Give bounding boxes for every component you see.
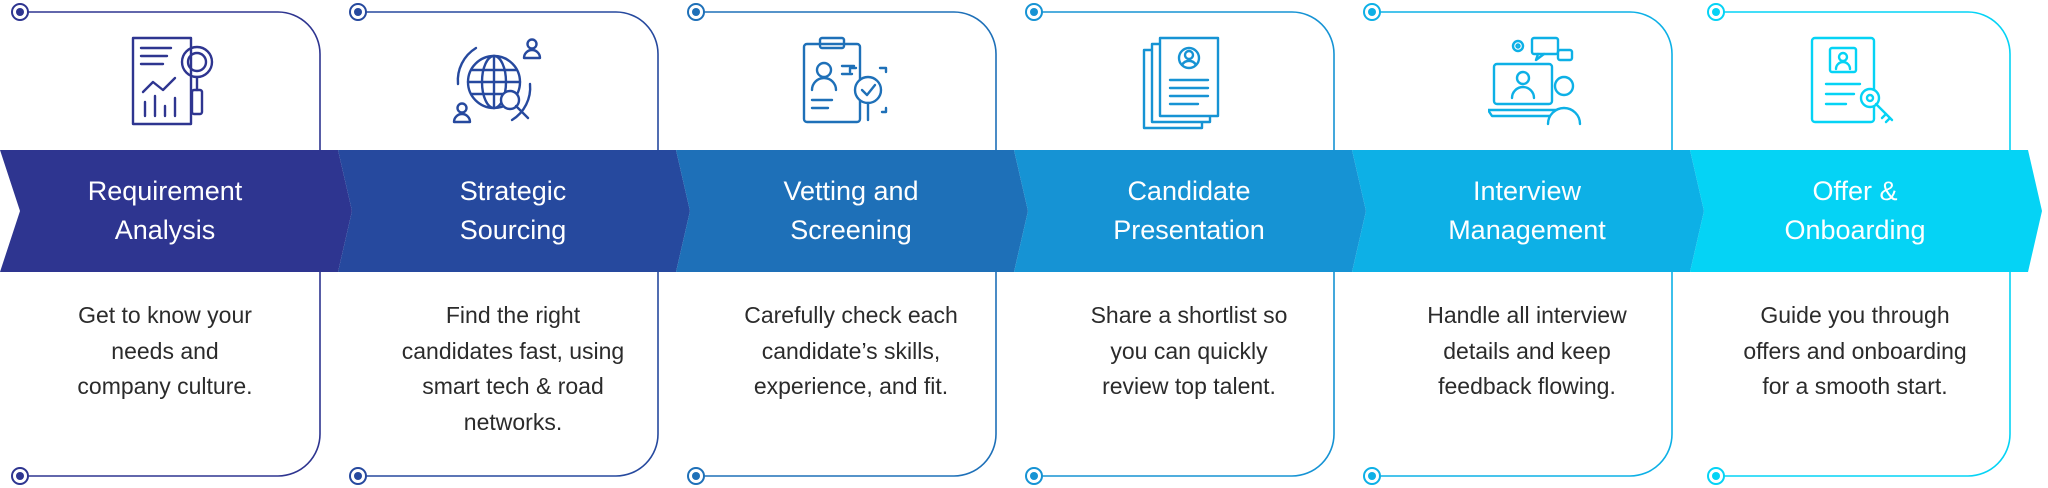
step-strategic-sourcing: Strategic Sourcing Find the right candid… <box>338 0 690 488</box>
step-chevron <box>338 150 690 272</box>
step-description: Find the right candidates fast, using sm… <box>348 298 678 440</box>
step-description: Handle all interview details and keep fe… <box>1362 298 1692 405</box>
desc-line: experience, and fit. <box>753 373 949 399</box>
step-chevron <box>676 150 1028 272</box>
desc-line: candidates fast, using <box>401 337 625 364</box>
step-title-line: Management <box>1448 215 1606 245</box>
step-title-line: Requirement <box>87 176 243 206</box>
step-description: Guide you through offers and onboarding … <box>1690 298 2020 405</box>
desc-line: Get to know your <box>78 302 252 328</box>
desc-line: Find the right <box>445 302 581 328</box>
step-title-line: Sourcing <box>459 215 567 245</box>
step-title-line: Presentation <box>1113 215 1265 245</box>
desc-line: candidate’s skills, <box>761 337 941 364</box>
step-description: Get to know your needs and company cultu… <box>0 298 330 405</box>
desc-line: Guide you through <box>1760 302 1950 328</box>
step-candidate-presentation: Candidate Presentation Share a shortlist… <box>1014 0 1366 488</box>
desc-line: feedback flowing. <box>1438 373 1616 399</box>
step-chevron <box>1690 150 2042 272</box>
step-interview-management: Interview Management Handle all intervie… <box>1352 0 1704 488</box>
step-title: Requirement Analysis <box>0 150 330 272</box>
desc-line: for a smooth start. <box>1762 373 1948 399</box>
step-title: Candidate Presentation <box>1024 150 1354 272</box>
resume-stack-icon <box>1142 36 1220 130</box>
desc-line: needs and <box>111 337 219 364</box>
video-interview-icon <box>1488 36 1582 126</box>
step-title: Vetting and Screening <box>686 150 1016 272</box>
desc-line: smart tech & road <box>422 373 604 399</box>
step-title-line: Interview <box>1472 176 1582 206</box>
desc-line: review top talent. <box>1102 373 1276 399</box>
step-title: Offer & Onboarding <box>1690 150 2020 272</box>
desc-line: you can quickly <box>1110 337 1268 364</box>
step-title-line: Strategic <box>459 176 567 206</box>
step-description: Share a shortlist so you can quickly rev… <box>1024 298 1354 405</box>
desc-line: company culture. <box>77 373 253 399</box>
analysis-report-icon <box>131 36 214 126</box>
desc-line: Carefully check each <box>744 302 958 328</box>
step-title-line: Analysis <box>114 215 216 245</box>
step-chevron <box>0 150 352 272</box>
step-title: Interview Management <box>1362 150 1692 272</box>
desc-line: Share a shortlist so <box>1090 302 1288 328</box>
step-title-line: Vetting and <box>783 176 919 206</box>
desc-line: Handle all interview <box>1427 302 1627 328</box>
step-vetting-screening: Vetting and Screening Carefully check ea… <box>676 0 1028 488</box>
step-offer-onboarding: Offer & Onboarding Guide you through off… <box>1690 0 2042 488</box>
step-title-line: Screening <box>790 215 912 245</box>
step-chevron <box>1014 150 1366 272</box>
step-title-line: Offer & <box>1812 176 1898 206</box>
desc-line: offers and onboarding <box>1743 337 1967 364</box>
global-sourcing-icon <box>452 38 542 124</box>
step-description: Carefully check each candidate’s skills,… <box>686 298 1016 405</box>
step-requirement-analysis: Requirement Analysis Get to know your ne… <box>0 0 352 488</box>
step-title-line: Candidate <box>1127 176 1251 206</box>
step-title-line: Onboarding <box>1784 215 1926 245</box>
step-title: Strategic Sourcing <box>348 150 678 272</box>
offer-document-icon <box>1810 36 1894 124</box>
desc-line: networks. <box>463 408 563 435</box>
screening-clipboard-icon <box>802 36 888 124</box>
step-chevron <box>1352 150 1704 272</box>
desc-line: details and keep <box>1443 337 1611 364</box>
